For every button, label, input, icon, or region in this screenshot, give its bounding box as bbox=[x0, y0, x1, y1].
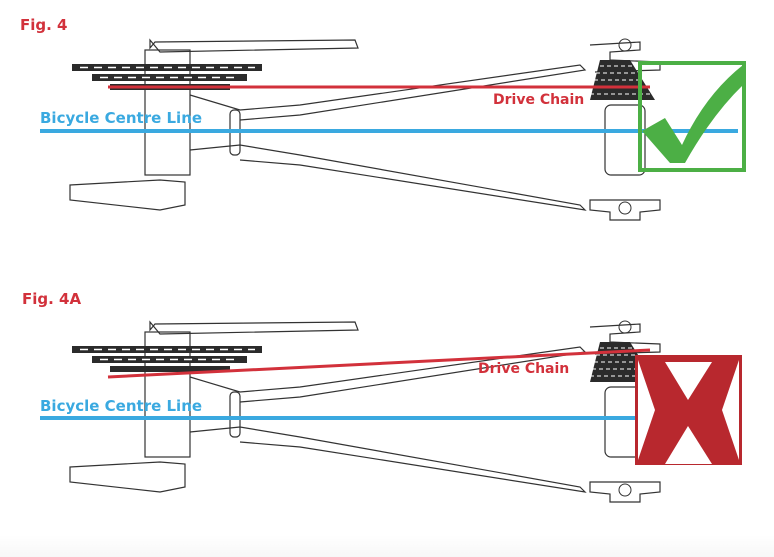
chainrings bbox=[71, 345, 263, 373]
figure-label: Fig. 4A bbox=[22, 290, 82, 308]
drive-chain-label: Drive Chain bbox=[493, 92, 585, 108]
rear-cassette bbox=[589, 59, 656, 101]
drive-chain-label: Drive Chain bbox=[478, 361, 570, 377]
centre-line-label: Bicycle Centre Line bbox=[40, 397, 203, 415]
centre-line-label: Bicycle Centre Line bbox=[40, 109, 203, 127]
figure-4 bbox=[40, 38, 746, 221]
figure-label: Fig. 4 bbox=[20, 16, 68, 34]
x-mark-icon bbox=[635, 355, 742, 465]
check-mark-icon bbox=[638, 61, 746, 172]
drive-chain-line bbox=[107, 348, 651, 379]
figure-4a bbox=[40, 320, 742, 503]
